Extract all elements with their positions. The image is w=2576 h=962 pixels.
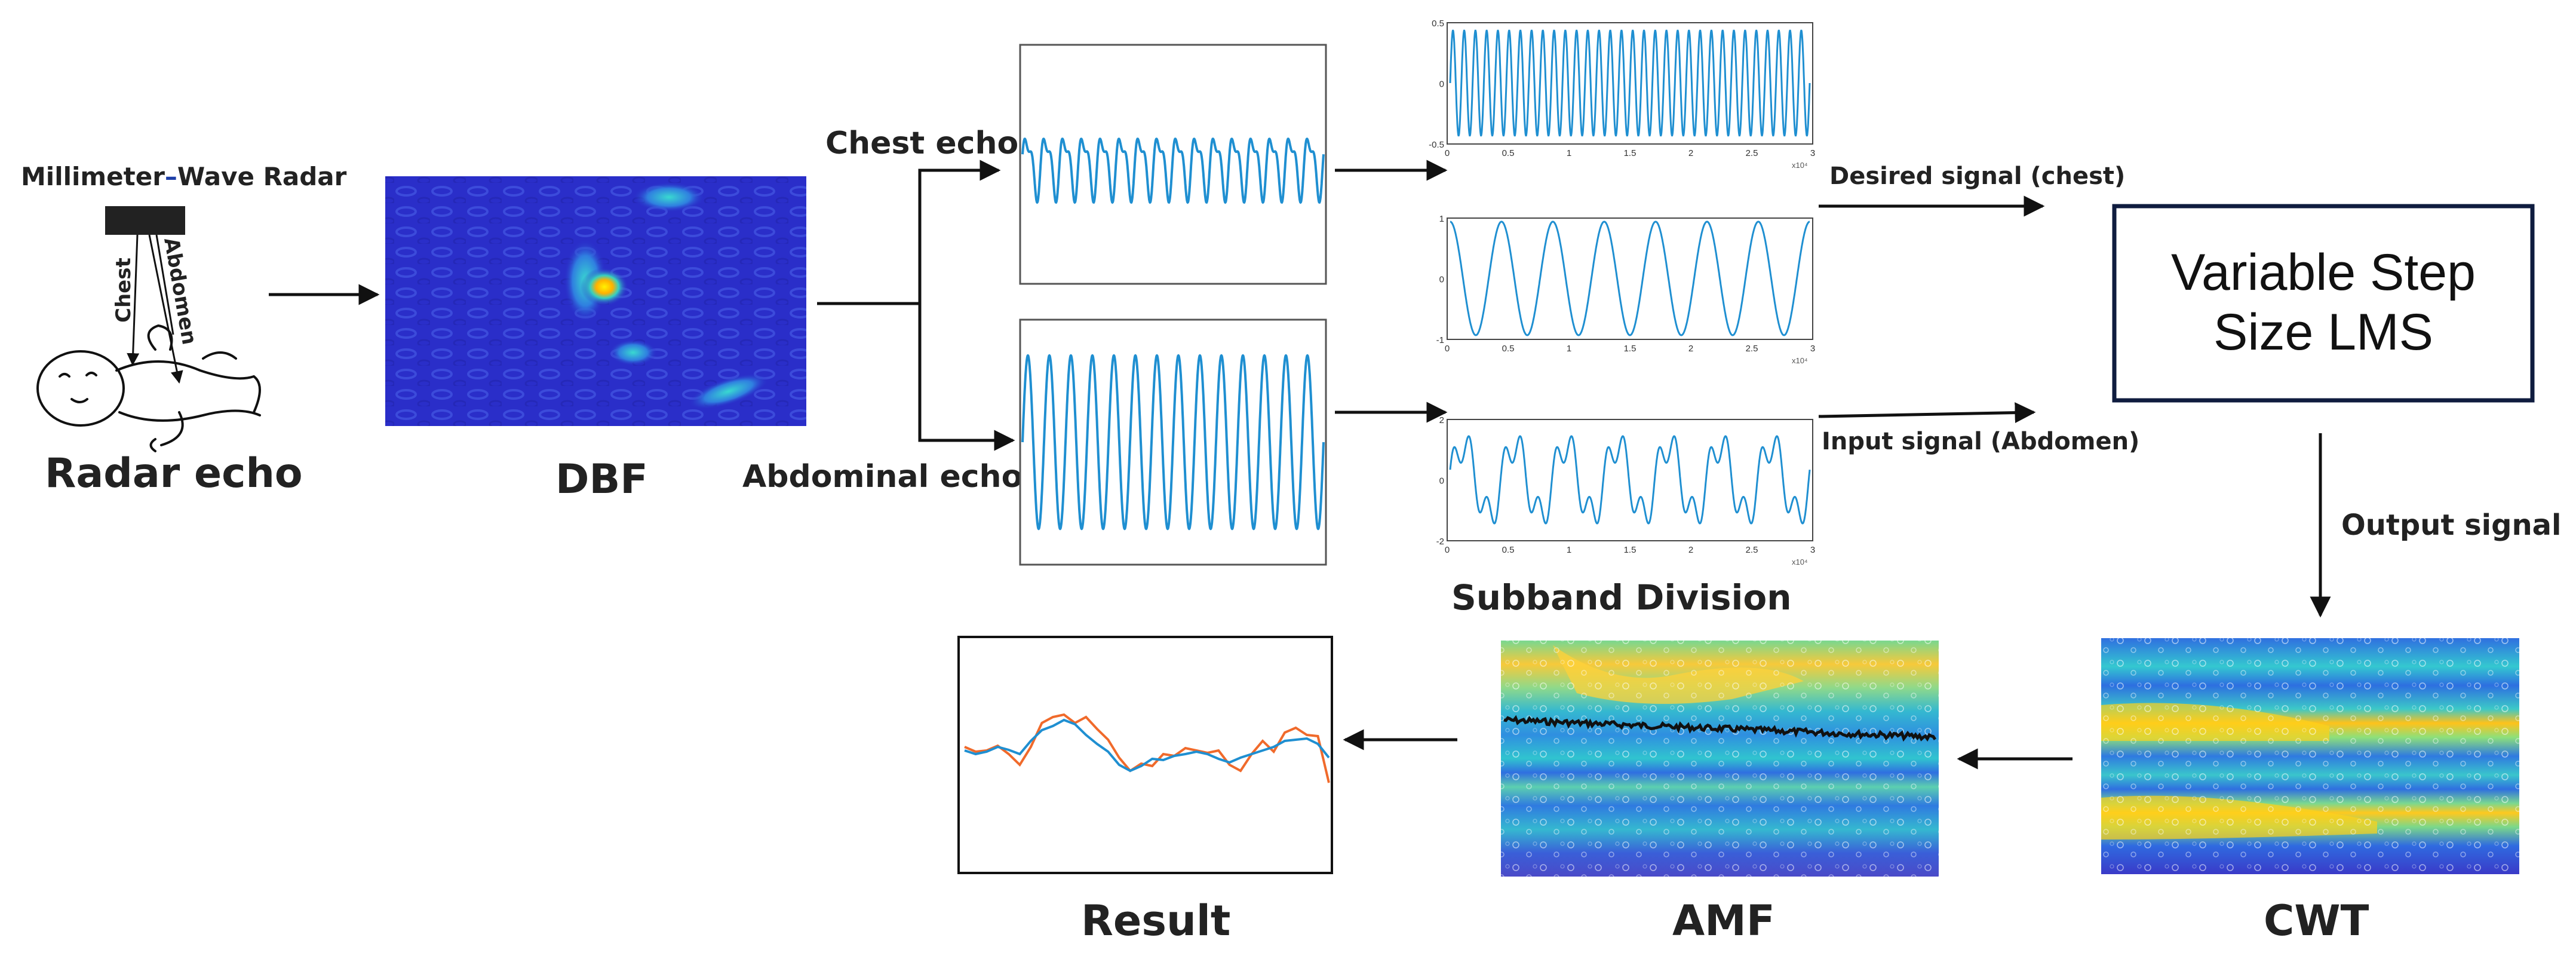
output-signal-label: Output signal xyxy=(2341,508,2562,542)
desired-signal-label: Desired signal (chest) xyxy=(1829,163,2125,190)
dbf-section: DBF xyxy=(385,176,806,503)
radar-device-icon xyxy=(105,206,185,235)
amf-label: AMF xyxy=(1672,896,1775,945)
subband-1-xtick: 2 xyxy=(1688,148,1693,158)
infant-icon xyxy=(36,324,261,452)
subband-2-xtick: 2 xyxy=(1688,344,1693,354)
subband-2-ytick: 0 xyxy=(1439,275,1444,285)
subband-2-xtick: 0 xyxy=(1445,344,1450,354)
lms-title-line-2: Size LMS xyxy=(2213,304,2433,361)
dbf-hotspot xyxy=(581,268,628,306)
subband-division-label: Subband Division xyxy=(1451,577,1792,618)
subband-3-xtick: 1.5 xyxy=(1624,545,1637,555)
subband-3-ytick: 0 xyxy=(1439,476,1444,486)
radar-echo-label: Radar echo xyxy=(45,450,303,497)
subband-plot-3 xyxy=(1447,419,1813,541)
subband-1-ytick: 0.5 xyxy=(1432,19,1444,29)
subband-2-xtick: 2.5 xyxy=(1746,344,1758,354)
subband-1-xtick: 0.5 xyxy=(1502,148,1515,158)
abdomen-beam-line xyxy=(148,234,183,384)
subband-3-xtick: 3 xyxy=(1810,545,1815,555)
cwt-section: CWT xyxy=(2101,638,2519,945)
subband-3-scale: x10⁴ xyxy=(1792,557,1808,566)
result-orange-curve xyxy=(964,713,1330,783)
arrow-dbf-to-abdomen xyxy=(918,304,1015,451)
subband-1-xtick: 1 xyxy=(1567,148,1571,158)
radar-echo-section: Millimeter–Wave Radar Chest Abdomen Rada… xyxy=(21,162,347,497)
subband-2-waveform xyxy=(1450,220,1810,336)
result-section: Result xyxy=(957,636,1333,945)
subband-1-scale: x10⁴ xyxy=(1792,161,1808,170)
amf-ridge-line xyxy=(1503,715,1937,742)
amf-section: AMF xyxy=(1501,641,1939,945)
subband-3-waveform xyxy=(1449,435,1811,525)
chest-echo-label: Chest echo xyxy=(825,125,1018,161)
abdominal-echo-label: Abdominal echo xyxy=(742,459,1023,495)
input-signal-label: Input signal (Abdomen) xyxy=(1822,428,2139,455)
dbf-blob-4 xyxy=(633,182,705,212)
result-blue-curve xyxy=(964,718,1330,773)
dbf-blob-2 xyxy=(609,339,657,366)
chest-echo-waveform xyxy=(1021,137,1325,204)
cwt-speckle-overlay xyxy=(2101,638,2519,874)
subband-1-waveform xyxy=(1449,29,1811,137)
subband-2-xtick: 1 xyxy=(1567,344,1571,354)
arrow-input-signal xyxy=(1818,402,2036,424)
result-label: Result xyxy=(1081,896,1230,945)
subband-3-ytick: -2 xyxy=(1436,537,1444,547)
subband-3-xtick: 2.5 xyxy=(1746,545,1758,555)
dbf-label: DBF xyxy=(555,456,648,503)
subband-3-xtick: 0 xyxy=(1445,545,1450,555)
subband-1-ytick: 0 xyxy=(1439,79,1444,90)
subband-3-xtick: 1 xyxy=(1567,545,1571,555)
subband-1-xtick: 2.5 xyxy=(1746,148,1758,158)
arrow-dbf-to-chest xyxy=(817,160,1001,305)
variable-step-lms-box xyxy=(2112,204,2535,403)
subband-2-ytick: -1 xyxy=(1436,335,1444,345)
subband-3-xtick: 0.5 xyxy=(1502,545,1515,555)
lms-title-line-1: Variable Step xyxy=(2171,244,2476,301)
amf-speckle-overlay xyxy=(1501,641,1939,877)
subband-1-xtick: 0 xyxy=(1445,148,1450,158)
subband-1-ytick: -0.5 xyxy=(1429,140,1444,150)
subband-plot-2 xyxy=(1447,217,1813,340)
abdominal-echo-waveform xyxy=(1021,354,1325,531)
subband-1-xtick: 1.5 xyxy=(1624,148,1637,158)
subband-1-xtick: 3 xyxy=(1810,148,1815,158)
chest-beam-label: Chest xyxy=(112,258,136,323)
dbf-blob-3 xyxy=(689,373,769,410)
result-plot xyxy=(957,636,1333,874)
chest-beam-line xyxy=(127,234,140,366)
radar-title: Millimeter–Wave Radar xyxy=(21,162,347,191)
subband-2-xtick: 3 xyxy=(1810,344,1815,354)
cwt-label: CWT xyxy=(2264,896,2369,945)
subband-2-xtick: 1.5 xyxy=(1624,344,1637,354)
subband-3-ytick: 2 xyxy=(1439,415,1444,425)
beam-line-extra xyxy=(155,234,174,335)
subband-3-xtick: 2 xyxy=(1688,545,1693,555)
subband-2-xtick: 0.5 xyxy=(1502,344,1515,354)
subband-plot-1 xyxy=(1447,22,1813,145)
subband-2-scale: x10⁴ xyxy=(1792,356,1808,365)
subband-2-ytick: 1 xyxy=(1439,214,1444,224)
